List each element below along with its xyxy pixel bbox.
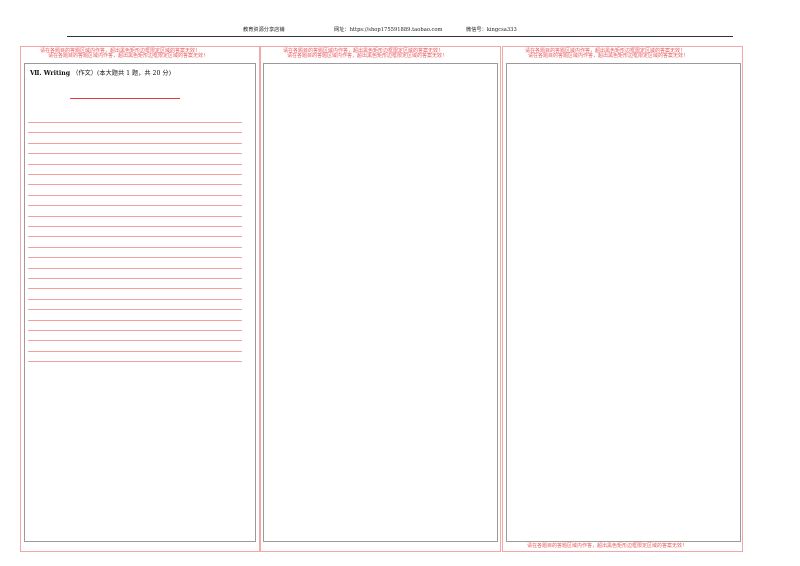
answer-panel-1 — [20, 46, 260, 552]
warning-text-p2-b: 请在各题目的答题区域内作答，超出黑色矩形边框限定区域的答案无效！ — [287, 53, 448, 59]
writing-line[interactable] — [28, 267, 242, 269]
warning-text-p3-b: 请在各题目的答题区域内作答，超出黑色矩形边框限定区域的答案无效！ — [528, 53, 689, 59]
writing-line[interactable] — [28, 174, 242, 175]
writing-line[interactable] — [28, 319, 242, 321]
writing-line[interactable] — [28, 361, 242, 363]
writing-line[interactable] — [28, 340, 242, 342]
writing-line[interactable] — [28, 153, 242, 155]
warning-text-p3-a: 请在各题目的答题区域内作答，超出黑色矩形边框限定区域的答案无效！ — [525, 48, 686, 54]
writing-line[interactable] — [28, 205, 242, 207]
section-numeral: Ⅶ. — [30, 70, 42, 77]
wechat-id: 微信号：kingcsa333 — [466, 27, 517, 33]
writing-line[interactable] — [28, 309, 242, 311]
writing-line[interactable] — [28, 236, 242, 238]
answer-box-1 — [24, 63, 256, 542]
writing-line[interactable] — [28, 278, 242, 279]
answer-panel-3 — [502, 46, 743, 552]
header-divider — [67, 36, 733, 37]
warning-text-p3-bottom: 请在各题目的答题区域内作答，超出黑色矩形边框限定区域的答案无效！ — [527, 543, 688, 549]
shop-name: 教育资源分享店铺 — [243, 27, 285, 33]
writing-line[interactable] — [28, 132, 242, 134]
answer-panel-2 — [260, 46, 501, 552]
warning-text-p2-a: 请在各题目的答题区域内作答，超出黑色矩形边框限定区域的答案无效！ — [283, 48, 444, 54]
writing-line[interactable] — [28, 350, 242, 352]
writing-line[interactable] — [28, 246, 242, 248]
section-subtitle: （作文）(本大题共 1 题，共 20 分) — [72, 70, 171, 77]
essay-title-line[interactable] — [70, 98, 180, 99]
writing-line[interactable] — [28, 194, 242, 196]
writing-line[interactable] — [28, 142, 242, 144]
answer-box-3[interactable] — [506, 63, 741, 542]
page-header: 教育资源分享店铺 网址：https://shop175591889.taobao… — [0, 26, 800, 36]
writing-line[interactable] — [28, 184, 242, 186]
warning-text-p1-b: 请在各题目的答题区域内作答，超出黑色矩形边框限定区域的答案无效！ — [48, 53, 209, 59]
writing-line[interactable] — [28, 257, 242, 259]
writing-line[interactable] — [28, 288, 242, 290]
answer-box-2[interactable] — [263, 63, 498, 542]
section-name: Writing — [43, 70, 71, 77]
writing-line[interactable] — [28, 330, 242, 331]
writing-line[interactable] — [28, 215, 242, 217]
writing-line[interactable] — [28, 226, 242, 227]
writing-line[interactable] — [28, 298, 242, 300]
section-title: Ⅶ. Writing （作文）(本大题共 1 题，共 20 分) — [30, 68, 171, 77]
shop-website: 网址：https://shop175591889.taobao.com — [334, 27, 443, 33]
writing-line[interactable] — [28, 163, 242, 165]
warning-text-p1-a: 请在各题目的答题区域内作答，超出黑色矩形边框限定区域的答案无效！ — [40, 48, 201, 54]
writing-line[interactable] — [28, 122, 242, 123]
